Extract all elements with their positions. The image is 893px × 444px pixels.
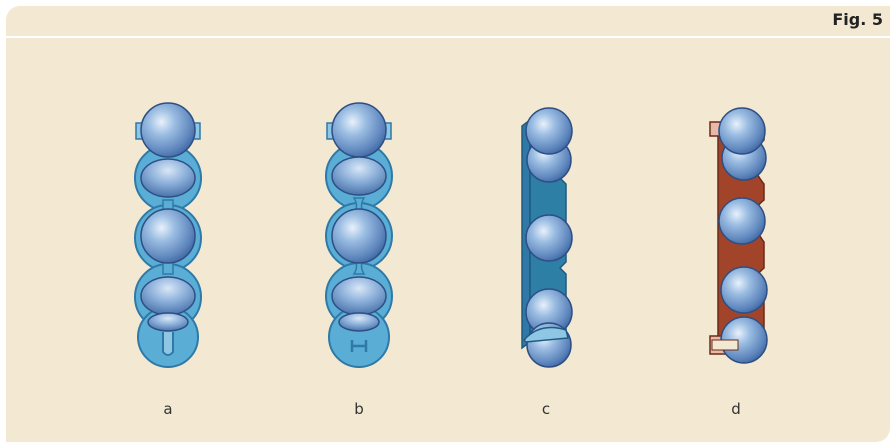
assembly-d	[709, 107, 768, 364]
panel-label-a: a	[163, 400, 173, 418]
figure-label: Fig. 5	[832, 10, 883, 29]
assembly-c	[521, 107, 573, 368]
panel-label-c: c	[541, 400, 551, 418]
panel-label-d: d	[731, 400, 741, 418]
assembly-b	[325, 102, 393, 368]
panel-label-b: b	[354, 400, 364, 418]
assembly-a	[134, 102, 202, 368]
header-divider	[6, 36, 893, 38]
